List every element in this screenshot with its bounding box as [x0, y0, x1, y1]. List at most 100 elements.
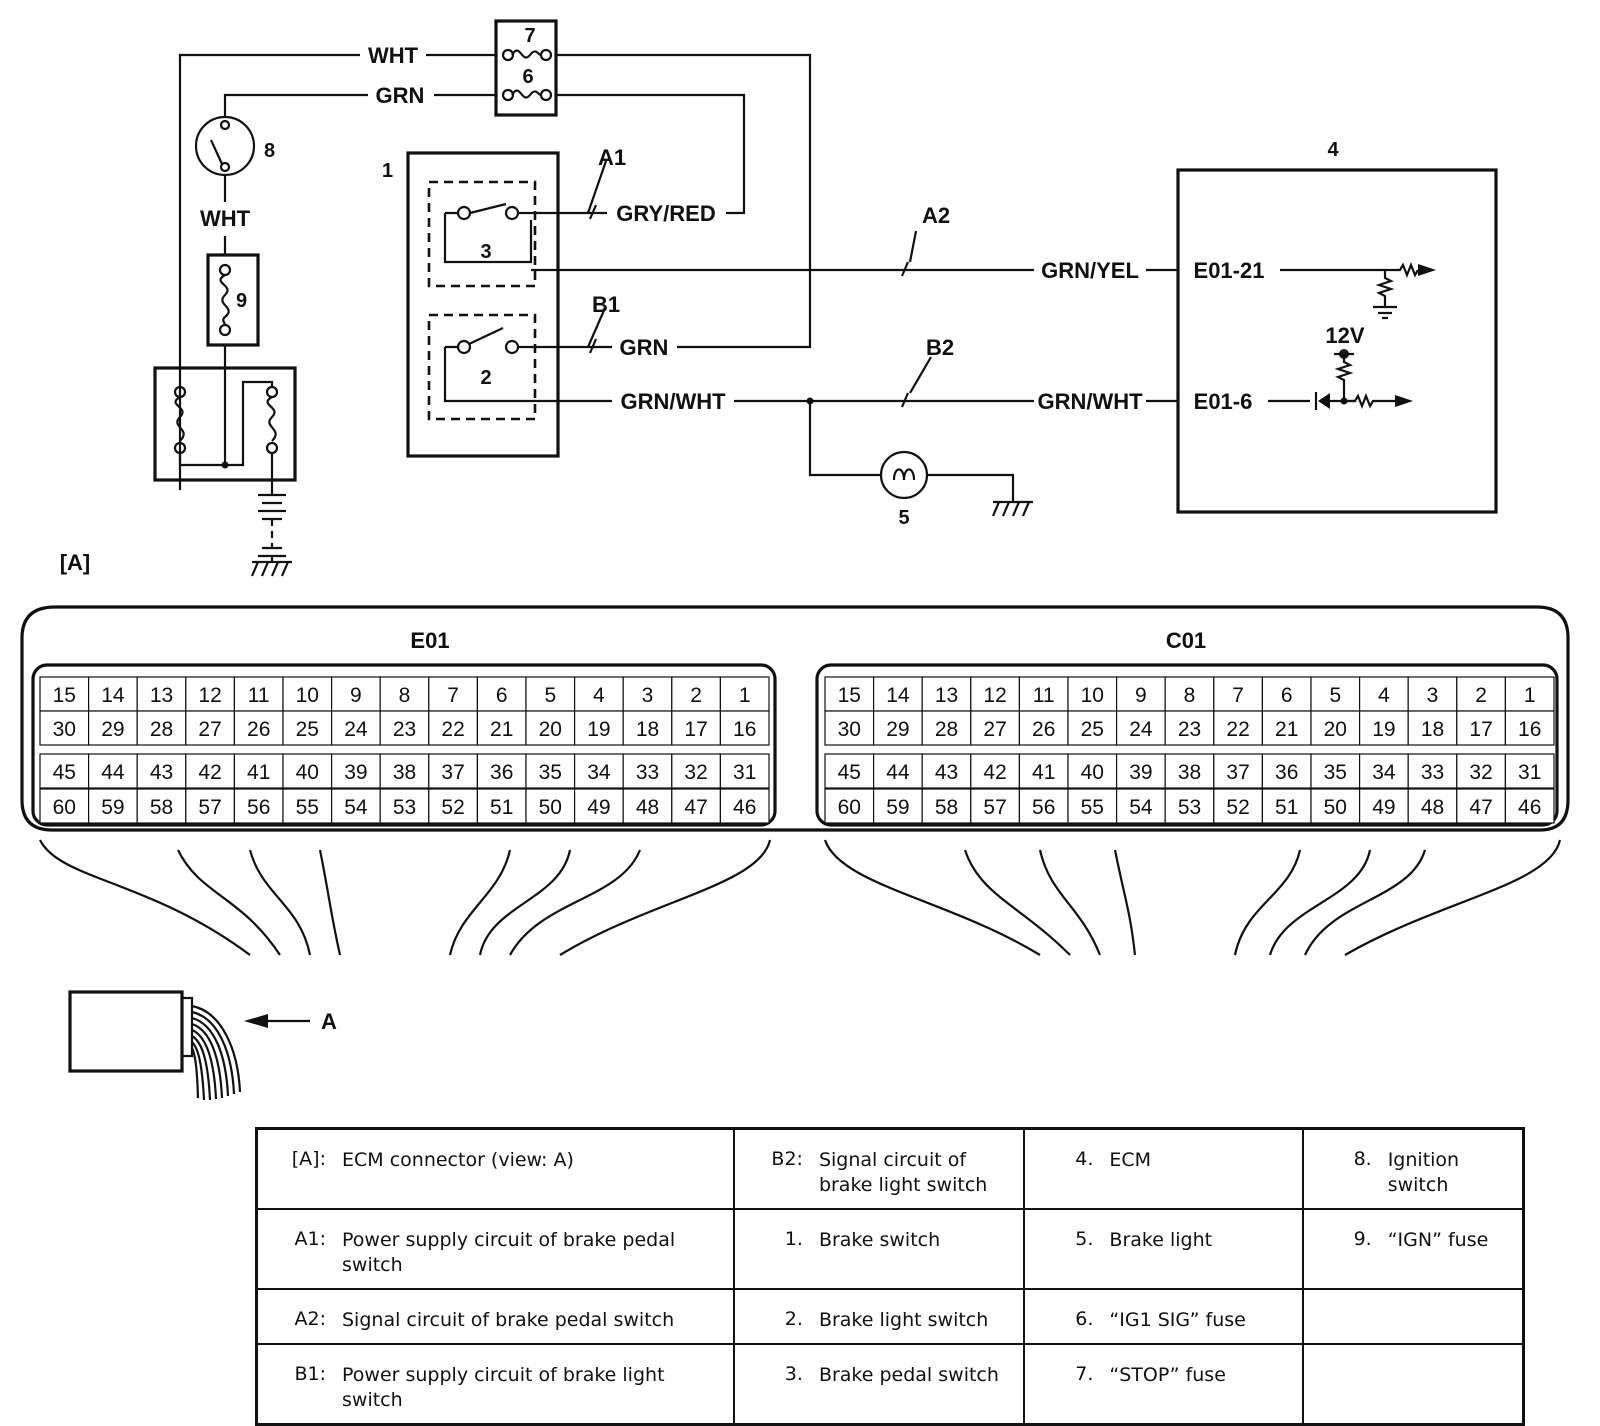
pin-cell	[282, 753, 333, 789]
pin-cell	[1407, 753, 1458, 789]
pin-label: 58	[935, 796, 958, 819]
pin-cell	[1261, 676, 1312, 712]
fuse-ign-icon: 9	[206, 253, 260, 347]
pin-cell	[233, 710, 284, 746]
pin-label: 40	[296, 761, 319, 784]
pin-label: 23	[1178, 718, 1201, 741]
legend-cell: B1:Power supply circuit of brake light s…	[255, 1342, 735, 1426]
pin-cell	[719, 788, 770, 824]
wire-labels: WHT GRN WHT GRY/RED GRN GRN/WHT GRN/YEL …	[60, 43, 1365, 575]
pin-label: 46	[733, 796, 756, 819]
pin-cell	[1456, 753, 1507, 789]
legend-key: 7.	[1075, 1362, 1094, 1385]
legend-key: B2:	[771, 1148, 803, 1170]
view-arrow-icon: A	[244, 1009, 337, 1034]
legend-cell: A2:Signal circuit of brake pedal switch	[255, 1287, 735, 1345]
pin-label: 17	[684, 718, 707, 741]
pin-label: 47	[1469, 796, 1492, 819]
pin-cell	[1358, 710, 1409, 746]
pin-label: 29	[886, 718, 909, 741]
legend-key: A2:	[294, 1307, 327, 1330]
pin-label: 16	[1518, 718, 1541, 741]
pin-label: 36	[490, 761, 513, 784]
pin-label: 54	[1129, 796, 1153, 819]
pin-cell	[1504, 753, 1555, 789]
brake-pedal-switch-number: 3	[480, 241, 491, 263]
legend-cell: 9.“IGN” fuse	[1301, 1207, 1525, 1290]
legend-cell: 7. “STOP” fuse	[1023, 1342, 1304, 1426]
pin-cell	[1358, 753, 1409, 789]
pin-label: 18	[636, 718, 659, 741]
legend-value: Brake switch	[818, 1228, 941, 1251]
pin-label: 59	[101, 796, 124, 819]
pin-label: 38	[1178, 761, 1201, 784]
pin-label: 48	[636, 796, 659, 819]
pin-label: 31	[1518, 761, 1541, 784]
pin-label: 31	[733, 761, 756, 784]
pin-cell	[824, 753, 875, 789]
legend-cell: 8.Ignition switch	[1301, 1127, 1525, 1210]
legend-cell: 1. Brake switch	[732, 1207, 1026, 1290]
legend-row: A1:Power supply circuit of brake pedal s…	[255, 1207, 1525, 1290]
brake-light-icon: 5	[879, 450, 929, 529]
wire-label-grn-b1: GRN	[620, 335, 669, 360]
pin-label: 30	[838, 718, 861, 741]
pin-label: 40	[1081, 761, 1104, 784]
pin-cell	[671, 753, 721, 789]
pin-label: 37	[1226, 761, 1249, 784]
legend-key: 1.	[784, 1227, 803, 1250]
pin-label: 35	[539, 761, 562, 784]
pin-cell	[1310, 753, 1361, 789]
pin-label: 49	[587, 796, 610, 819]
pin-cell	[233, 788, 284, 824]
pin-label: 45	[53, 761, 76, 784]
legend-cell: 3.Brake pedal switch	[732, 1342, 1026, 1426]
pin-label: 24	[1129, 718, 1153, 741]
pin-cell	[1358, 676, 1409, 712]
pin-cell	[525, 788, 576, 824]
pin-label: 41	[247, 761, 270, 784]
pin-cell	[282, 676, 333, 712]
pin-cell	[719, 676, 770, 712]
pin-cell	[1358, 788, 1409, 824]
ignition-switch-number: 8	[264, 140, 275, 162]
wire-label-gry-red: GRY/RED	[616, 201, 715, 226]
wires	[178, 53, 1385, 502]
pin-label: 5	[544, 684, 556, 707]
pin-cell	[1456, 788, 1507, 824]
pin-label: 4	[1378, 684, 1390, 707]
terminal-e01-6: E01-6	[1194, 389, 1253, 414]
pin-cell	[921, 710, 972, 746]
pin-label: 16	[733, 718, 756, 741]
pin-label: 2	[690, 684, 702, 707]
pin-label: 5	[1329, 684, 1341, 707]
pin-label: 23	[393, 718, 416, 741]
view-label: [A]	[60, 550, 91, 575]
pin-cell	[87, 710, 138, 746]
pin-cell	[1407, 788, 1458, 824]
pin-label: 15	[838, 684, 861, 707]
pin-label: 52	[1226, 796, 1249, 819]
pin-cell	[476, 753, 527, 789]
fuse-ign-number: 9	[236, 290, 247, 312]
pin-label: 44	[101, 761, 125, 784]
pin-label: 1	[1524, 684, 1536, 707]
circuit-label-a2: A2	[922, 203, 950, 228]
connector-e01-title: E01	[410, 628, 449, 653]
legend-value: “STOP” fuse	[1109, 1363, 1226, 1386]
brake-switch-number: 1	[382, 160, 393, 182]
pin-label: 20	[539, 718, 562, 741]
pin-label: 20	[1324, 718, 1347, 741]
pin-cell	[87, 753, 138, 789]
pin-label: 42	[198, 761, 221, 784]
pin-label: 45	[838, 761, 861, 784]
pin-label: 51	[1275, 796, 1298, 819]
pin-cell	[1261, 788, 1312, 824]
pin-label: 38	[393, 761, 416, 784]
pin-cell	[331, 753, 381, 789]
pin-label: 21	[1275, 718, 1298, 741]
pin-label: 11	[248, 684, 270, 707]
pin-label: 22	[1226, 718, 1249, 741]
